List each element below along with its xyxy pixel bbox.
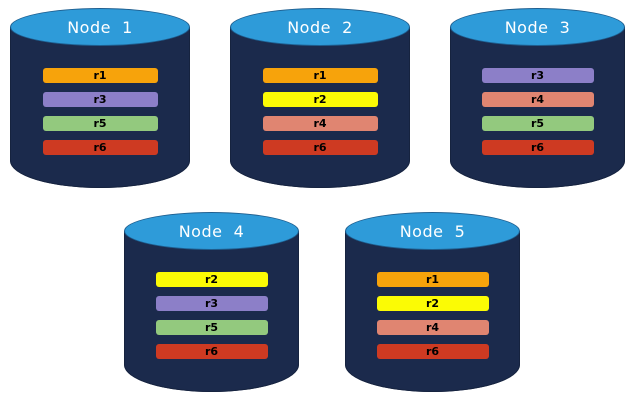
replica-bar[interactable]: r1: [42, 68, 158, 83]
replica-label: r3: [93, 93, 107, 106]
replica-bar[interactable]: r5: [42, 116, 158, 131]
replica-bar[interactable]: r3: [155, 296, 268, 311]
replica-label: r5: [204, 321, 219, 334]
replica-label: r1: [313, 69, 327, 82]
node-body: [450, 27, 625, 188]
replica-bar[interactable]: r5: [481, 116, 594, 131]
replica-label: r4: [313, 117, 327, 130]
replica-bar[interactable]: r4: [376, 320, 489, 335]
replica-list: r3 r4 r5 r6: [450, 68, 625, 155]
replica-bar[interactable]: r3: [481, 68, 594, 83]
replica-bar[interactable]: r1: [376, 272, 489, 287]
node-top-ellipse: [230, 8, 410, 46]
replica-bar[interactable]: r5: [155, 320, 268, 335]
replica-bar[interactable]: r2: [376, 296, 489, 311]
replica-label: r1: [93, 69, 107, 82]
node-body: [124, 231, 299, 392]
node-top-ellipse: [10, 8, 190, 46]
replica-label: r5: [93, 117, 107, 130]
node-body: [345, 231, 520, 392]
replica-bar[interactable]: r1: [262, 68, 378, 83]
replica-label: r6: [530, 141, 545, 154]
replica-bar[interactable]: r4: [262, 116, 378, 131]
replica-label: r4: [530, 93, 545, 106]
replica-label: r6: [425, 345, 440, 358]
replica-label: r5: [530, 117, 545, 130]
replica-label: r2: [313, 93, 327, 106]
replica-bar[interactable]: r6: [42, 140, 158, 155]
node-body: [230, 27, 410, 188]
node-top-ellipse: [124, 212, 299, 250]
replica-label: r4: [425, 321, 440, 334]
replica-label: r3: [530, 69, 545, 82]
replica-list: r2 r3 r5 r6: [124, 272, 299, 359]
replica-list: r1 r2 r4 r6: [345, 272, 520, 359]
node-top-ellipse: [345, 212, 520, 250]
replica-bar[interactable]: r6: [481, 140, 594, 155]
replica-bar[interactable]: r2: [155, 272, 268, 287]
replica-bar[interactable]: r6: [262, 140, 378, 155]
replica-label: r6: [93, 141, 107, 154]
replica-label: r2: [204, 273, 219, 286]
replica-label: r1: [425, 273, 440, 286]
replica-list: r1 r3 r5 r6: [10, 68, 190, 155]
replica-label: r2: [425, 297, 440, 310]
replica-bar[interactable]: r4: [481, 92, 594, 107]
node-body: [10, 27, 190, 188]
replica-bar[interactable]: r6: [155, 344, 268, 359]
replica-bar[interactable]: r6: [376, 344, 489, 359]
replica-label: r6: [313, 141, 327, 154]
replica-label: r3: [204, 297, 219, 310]
replica-bar[interactable]: r3: [42, 92, 158, 107]
replica-list: r1 r2 r4 r6: [230, 68, 410, 155]
replica-label: r6: [204, 345, 219, 358]
node-top-ellipse: [450, 8, 625, 46]
replica-bar[interactable]: r2: [262, 92, 378, 107]
